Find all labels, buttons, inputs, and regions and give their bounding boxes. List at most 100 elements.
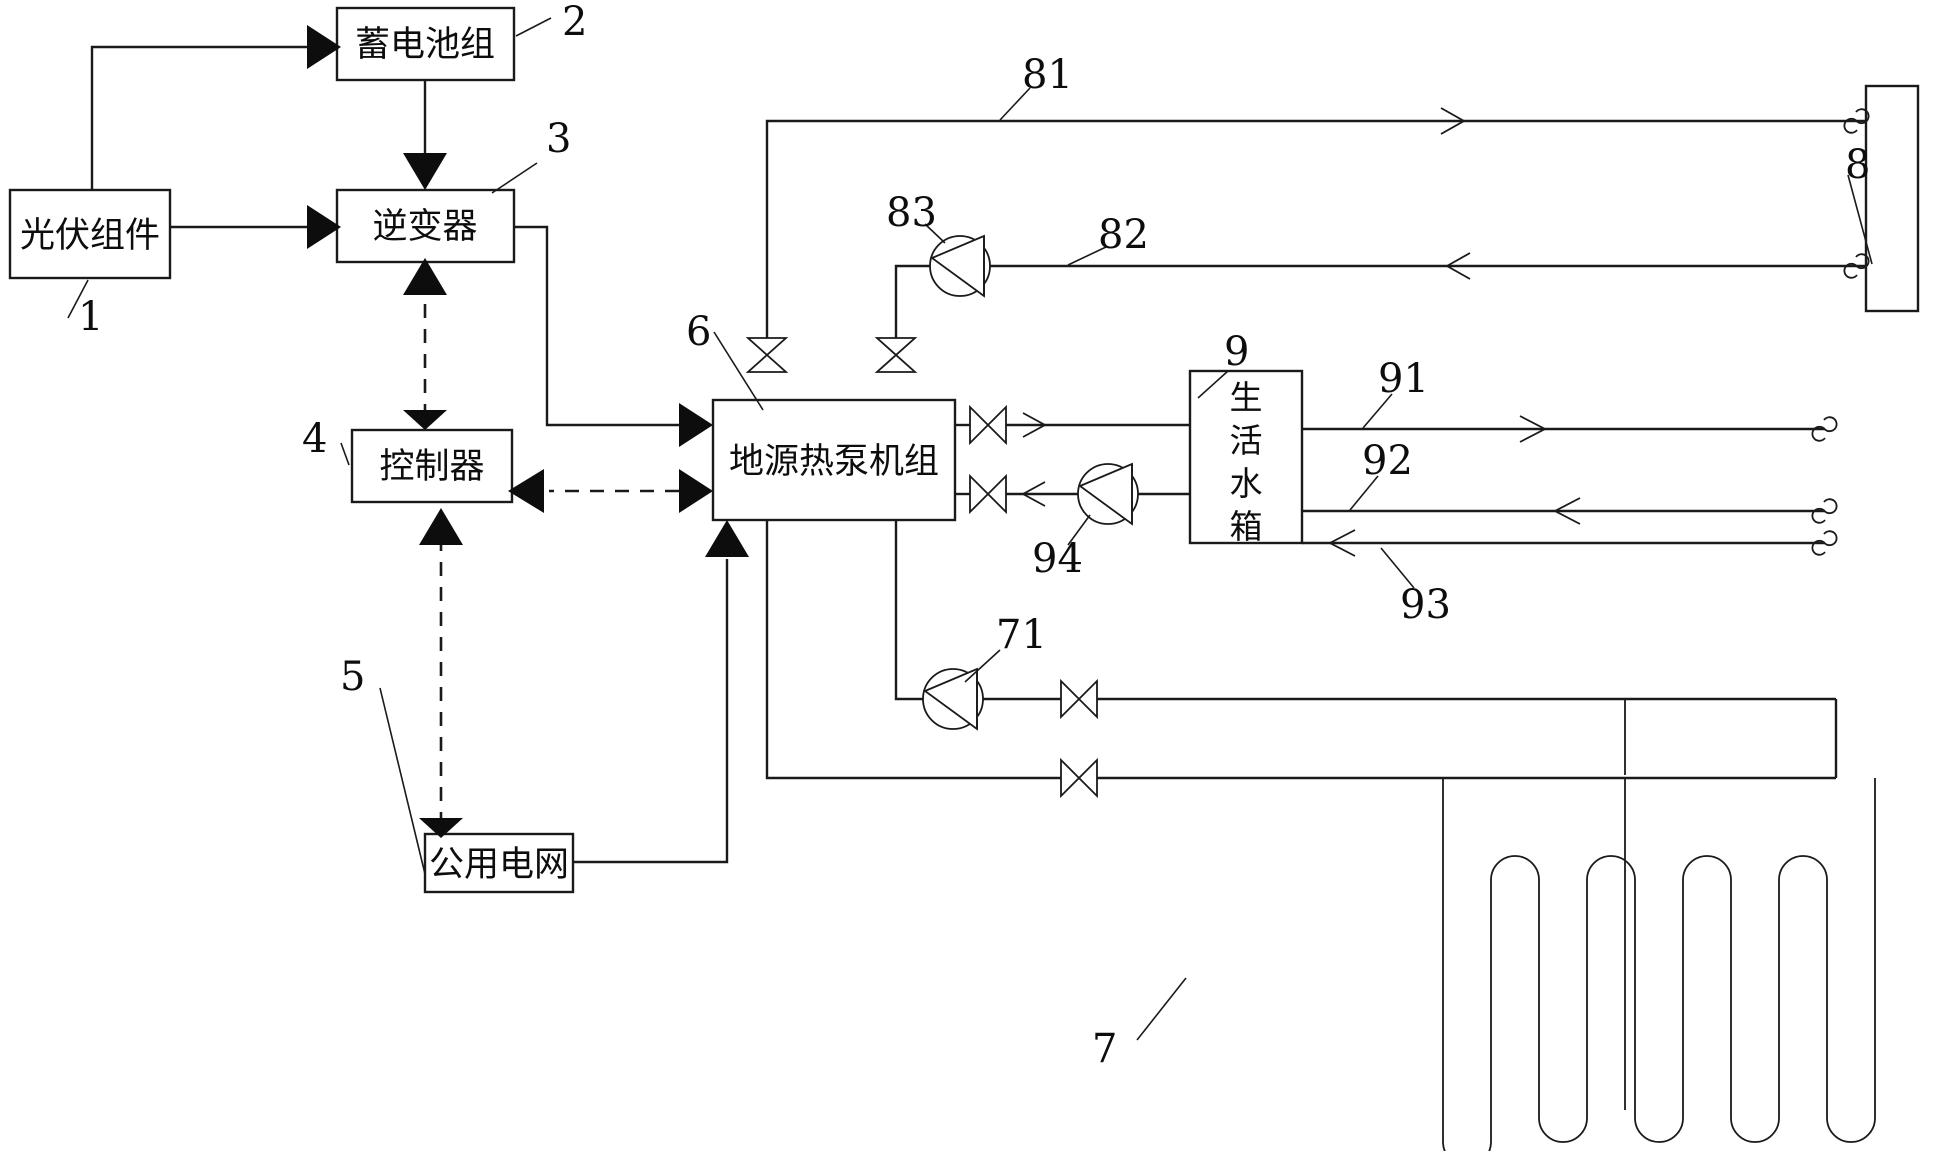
block-utility-grid-label: 公用电网 <box>429 845 569 885</box>
ref-lead-2 <box>515 17 552 37</box>
block-utility-grid[interactable]: 公用电网 <box>423 832 575 894</box>
ref-lead-9 <box>1197 370 1229 399</box>
block-battery-bank[interactable]: 蓄电池组 <box>335 6 516 82</box>
ref-lead-8 <box>1847 174 1873 265</box>
ref-lead-71 <box>964 649 1001 683</box>
wire-pv-to-battery <box>90 25 341 190</box>
ref-lead-91 <box>1362 393 1393 429</box>
chevron-82 <box>1445 252 1471 280</box>
tank-label-char-3: 水 <box>1230 464 1263 503</box>
pipe-groundloop-supply <box>894 520 1836 701</box>
ref-lead-83 <box>924 223 946 244</box>
wire-grid-to-controller <box>419 508 463 838</box>
wire-pv-to-inverter <box>170 205 341 249</box>
reference-labels: 1 2 3 4 5 6 7 8 9 71 81 82 83 91 92 93 9… <box>78 0 1870 1072</box>
arrow-inverter-to-heatpump <box>679 403 713 447</box>
pipe-heatpump-to-tank <box>955 412 1190 438</box>
ref-label-5: 5 <box>340 654 365 700</box>
arrow-heatpump-to-controller <box>508 469 544 513</box>
arrow-grid-to-controller <box>419 508 463 545</box>
pump-71-ground-loop[interactable] <box>922 667 984 731</box>
ref-lead-93 <box>1380 547 1415 589</box>
ref-label-82: 82 <box>1098 212 1149 258</box>
valve-hot-water-return[interactable] <box>969 473 1007 515</box>
valve-hot-water-supply[interactable] <box>969 404 1007 446</box>
port-curl-91 <box>1811 416 1838 442</box>
pipe-81-solar-supply <box>765 107 1870 345</box>
ref-lead-6 <box>713 331 764 411</box>
block-inverter-label: 逆变器 <box>372 207 477 247</box>
valve-solar-supply[interactable] <box>745 337 789 373</box>
ref-label-92: 92 <box>1362 438 1413 484</box>
ref-label-93: 93 <box>1400 582 1451 628</box>
valve-ground-loop-supply[interactable] <box>1060 678 1098 720</box>
block-controller-label: 控制器 <box>379 447 484 487</box>
arrow-pv-to-inverter <box>307 205 341 249</box>
valve-solar-return[interactable] <box>874 337 918 373</box>
ref-lead-82 <box>1067 246 1107 266</box>
ref-label-7: 7 <box>1092 1026 1117 1072</box>
block-controller[interactable]: 控制器 <box>350 428 514 504</box>
ref-lead-1 <box>67 279 89 319</box>
ref-lead-81 <box>999 87 1031 121</box>
wire-heatpump-to-controller <box>508 469 713 513</box>
ref-lead-92 <box>1349 475 1379 511</box>
wire-inverter-to-heatpump <box>514 225 713 447</box>
port-curl-93 <box>1811 530 1838 556</box>
ref-label-8: 8 <box>1845 142 1870 188</box>
chevron-93 <box>1328 529 1356 557</box>
chevron-tank-supply <box>1022 412 1047 438</box>
wire-battery-to-inverter <box>403 80 447 190</box>
wire-grid-to-heatpump <box>573 520 749 864</box>
block-pv-module[interactable]: 光伏组件 <box>8 188 172 280</box>
valve-ground-loop-return[interactable] <box>1060 757 1098 799</box>
ref-label-1: 1 <box>78 294 103 340</box>
block-inverter[interactable]: 逆变器 <box>335 188 516 264</box>
arrow-pv-to-battery <box>307 25 341 69</box>
ref-label-6: 6 <box>686 309 711 355</box>
ref-label-2: 2 <box>562 0 587 45</box>
pipe-82-solar-return <box>894 252 1870 345</box>
chevron-92 <box>1553 497 1581 525</box>
ref-label-3: 3 <box>546 116 571 162</box>
arrow-to-inverter-signal <box>403 258 447 295</box>
ref-label-94: 94 <box>1032 536 1083 582</box>
arrow-battery-to-inverter <box>403 153 447 190</box>
arrow-controller-to-heatpump <box>679 469 713 513</box>
ref-label-4: 4 <box>302 416 327 462</box>
ref-label-81: 81 <box>1022 52 1073 98</box>
ref-label-83: 83 <box>886 190 937 236</box>
port-curl-81 <box>1843 108 1870 134</box>
port-curl-92 <box>1811 498 1838 524</box>
pipe-groundloop-return <box>765 520 1836 780</box>
ref-label-91: 91 <box>1378 356 1429 402</box>
arrow-controller-to-grid <box>419 818 463 838</box>
tank-label-char-4: 箱 <box>1230 507 1263 546</box>
block-battery-bank-label: 蓄电池组 <box>355 25 495 65</box>
block-ground-heat-exchanger[interactable] <box>1442 699 1876 1151</box>
ref-lead-4 <box>340 442 350 466</box>
tank-label-char-2: 活 <box>1230 421 1263 460</box>
chevron-91 <box>1519 415 1547 443</box>
arrow-grid-to-heatpump <box>705 520 749 557</box>
ref-label-71: 71 <box>996 612 1047 658</box>
chevron-81 <box>1440 107 1466 135</box>
pipe-92-hot-water-return <box>1302 497 1838 525</box>
pump-83-solar-loop[interactable] <box>929 234 991 298</box>
block-hot-water-tank[interactable]: 生 活 水 箱 <box>1188 369 1304 546</box>
wire-controller-inverter-signal <box>403 258 447 430</box>
ref-lead-7 <box>1136 977 1187 1041</box>
chevron-tank-return <box>1021 481 1046 507</box>
pump-94-hot-water-loop[interactable] <box>1077 462 1139 526</box>
block-heat-pump-label: 地源热泵机组 <box>729 442 939 482</box>
port-curl-82 <box>1843 253 1870 279</box>
ref-lead-3 <box>491 162 538 194</box>
pipe-91-hot-water-supply <box>1302 415 1838 443</box>
tank-label-char-1: 生 <box>1230 378 1263 417</box>
ref-lead-5 <box>379 687 426 875</box>
pipe-tank-to-heatpump <box>955 481 1190 507</box>
block-solar-collector[interactable] <box>1864 84 1920 313</box>
block-ground-source-heat-pump[interactable]: 地源热泵机组 <box>711 398 957 522</box>
